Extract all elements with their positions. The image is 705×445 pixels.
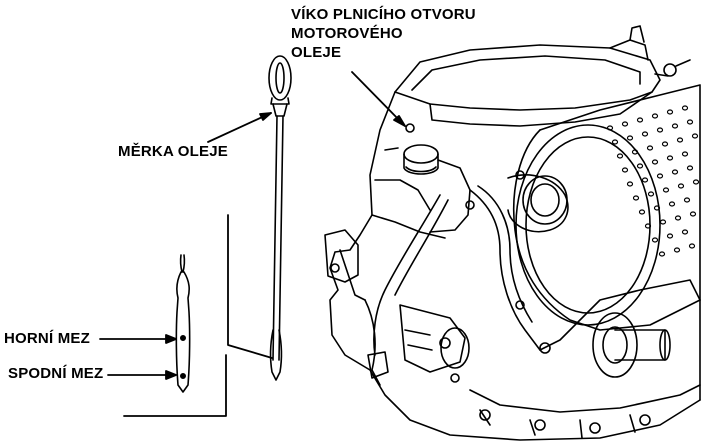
dipstick-drawing	[268, 55, 292, 381]
oil-fill-cap-label: VÍKO PLNICÍHO OTVORU MOTOROVÉHO OLEJE	[291, 5, 476, 62]
detail-bracket	[123, 214, 273, 417]
dipstick-detail	[175, 254, 191, 393]
oil-fill-cap	[403, 144, 439, 164]
perforated-shroud	[606, 105, 700, 257]
lower-limit-label: SPODNÍ MEZ	[8, 365, 104, 382]
oil-fill-cap-label-line-2: MOTOROVÉHO	[291, 25, 403, 42]
dipstick-shaft	[272, 115, 284, 361]
upper-limit-label: HORNÍ MEZ	[4, 330, 90, 347]
lower-mark	[180, 372, 187, 379]
crankshaft	[614, 329, 666, 361]
leader-lines	[99, 71, 406, 380]
engine-drawing	[324, 25, 701, 441]
oil-fill-cap-label-line-1: VÍKO PLNICÍHO OTVORU	[291, 6, 476, 23]
dipstick-label: MĚRKA OLEJE	[118, 143, 228, 160]
dipstick-handle	[268, 55, 292, 101]
oil-fill-cap-label-line-3: OLEJE	[291, 44, 342, 61]
flywheel-screen	[515, 124, 661, 326]
upper-mark	[180, 334, 187, 341]
